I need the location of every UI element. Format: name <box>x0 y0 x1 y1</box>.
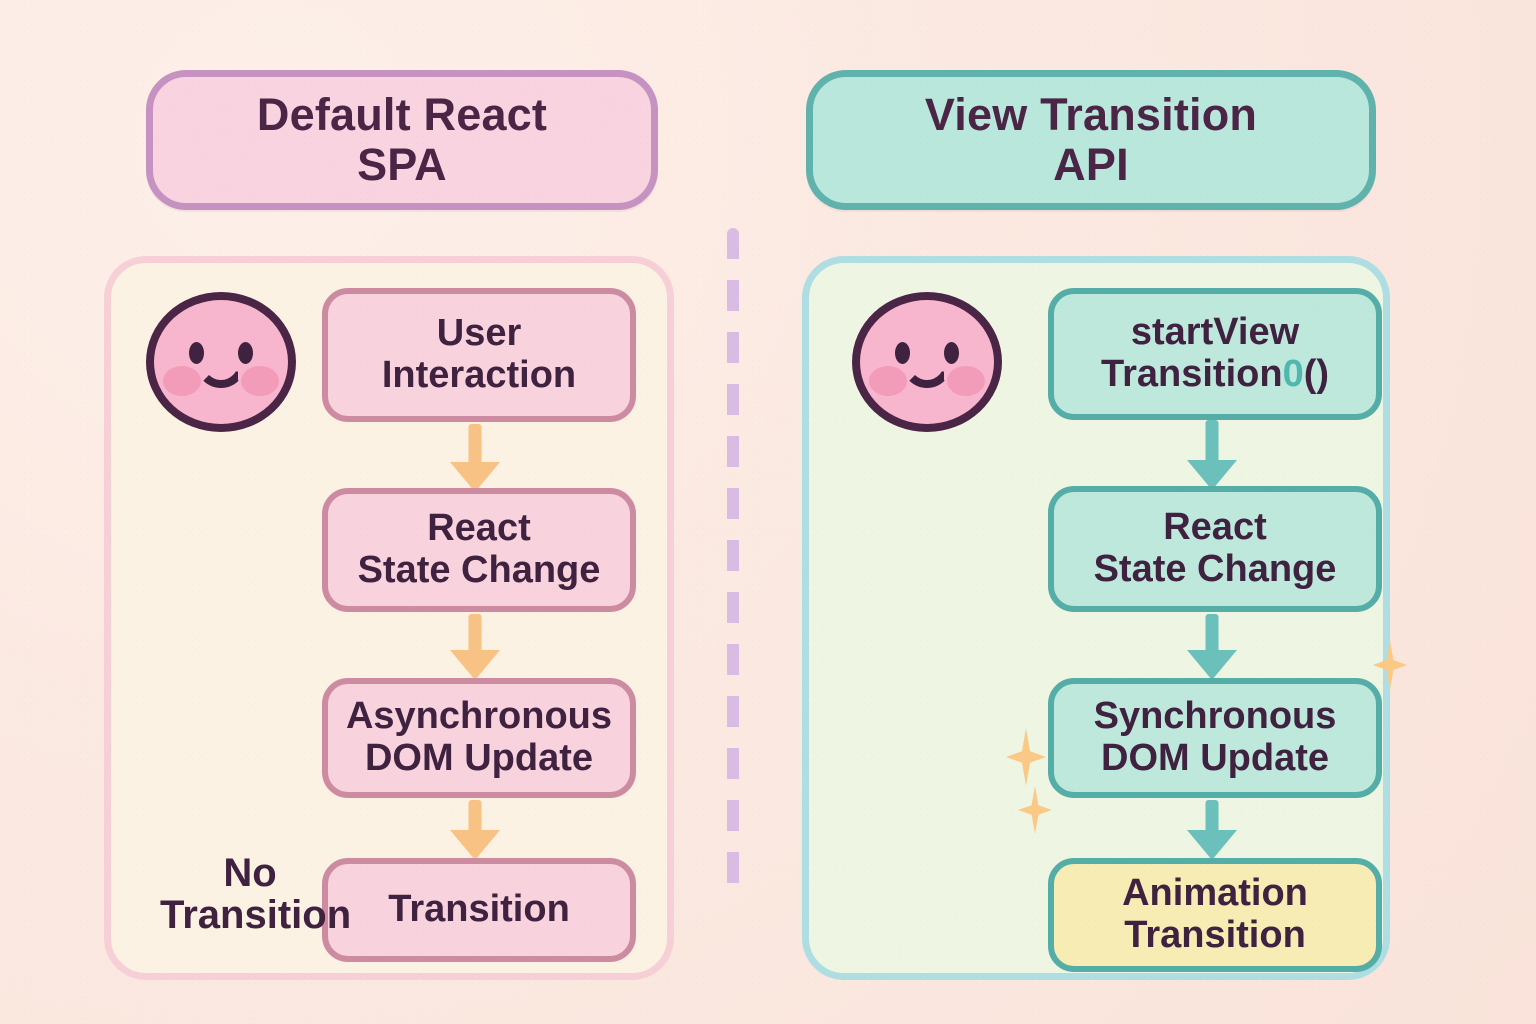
column-divider <box>727 228 739 888</box>
face-eye-right <box>238 342 253 364</box>
arrow-react-state-change-to-sync-dom-update <box>1177 614 1247 680</box>
left-header-pill: Default React SPA <box>146 70 658 210</box>
face-smile <box>196 362 246 388</box>
token-zero: 0 <box>1282 353 1304 395</box>
face-eye-left <box>189 342 204 364</box>
arrow-react-state-change-to-async-dom-update <box>440 614 510 680</box>
no-transition-label: No Transition <box>160 851 352 937</box>
face-cheek-left <box>163 366 201 396</box>
right-header-pill: View Transition API <box>806 70 1376 210</box>
face-eye-left <box>895 342 910 364</box>
face-eye-right <box>944 342 959 364</box>
face-cheek-left <box>869 366 907 396</box>
arrow-start-view-transition-to-react-state-change <box>1177 420 1247 490</box>
left-column: Default React SPA User Interaction React… <box>0 0 730 1024</box>
node-user-interaction[interactable]: User Interaction <box>322 288 636 422</box>
node-sync-dom-update[interactable]: Synchronous DOM Update <box>1048 678 1382 798</box>
node-start-view-transition[interactable]: startView Transition0() <box>1048 288 1382 420</box>
smiley-face-icon-right <box>852 292 1002 432</box>
node-async-dom-update[interactable]: Asynchronous DOM Update <box>322 678 636 798</box>
node-react-state-change[interactable]: React State Change <box>1048 486 1382 612</box>
arrow-sync-dom-update-to-animation-transition <box>1177 800 1247 860</box>
right-column: View Transition API startView Transition… <box>790 0 1536 1024</box>
node-react-state-change[interactable]: React State Change <box>322 488 636 612</box>
face-cheek-right <box>241 366 279 396</box>
smiley-face-icon-left <box>146 292 296 432</box>
arrow-user-interaction-to-react-state-change <box>440 424 510 492</box>
node-animation-transition[interactable]: Animation Transition <box>1048 858 1382 972</box>
face-smile <box>902 362 952 388</box>
node-label-start-view-transition: startView Transition0() <box>1100 311 1330 395</box>
face-cheek-right <box>947 366 985 396</box>
node-transition[interactable]: Transition <box>322 858 636 962</box>
arrow-async-dom-update-to-transition <box>440 800 510 860</box>
